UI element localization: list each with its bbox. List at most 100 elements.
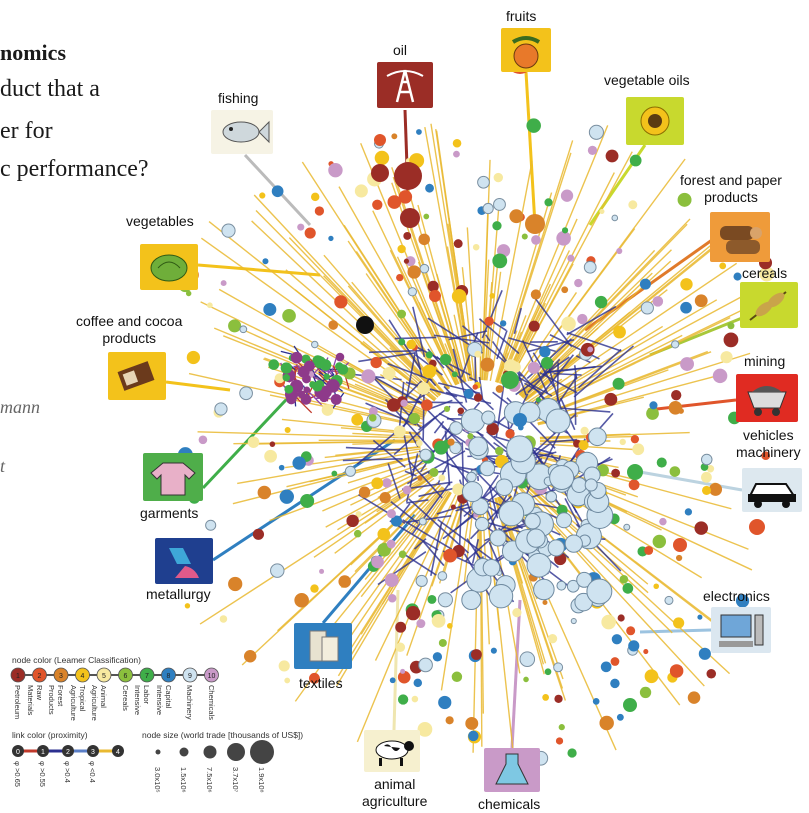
product-node xyxy=(398,190,413,204)
cropped-body-line: duct that a xyxy=(0,76,100,102)
product-node xyxy=(282,309,296,323)
product-node xyxy=(321,404,334,416)
strong-link xyxy=(492,391,511,407)
product-node xyxy=(671,390,682,401)
product-node xyxy=(653,583,660,590)
legend-link-label: φ >0.65 xyxy=(13,761,22,787)
product-node xyxy=(544,668,552,676)
product-node xyxy=(577,313,588,325)
label-forest-paper: forest and paper products xyxy=(680,172,782,205)
product-node xyxy=(302,374,311,384)
product-node xyxy=(221,223,236,238)
legend-swatch-number: 8 xyxy=(167,673,171,680)
product-node xyxy=(185,290,192,297)
product-node xyxy=(421,399,433,411)
product-node xyxy=(676,554,683,562)
product-node xyxy=(437,571,448,581)
product-node xyxy=(723,332,739,348)
strong-link xyxy=(515,356,570,396)
legend-color-swatch xyxy=(10,667,26,683)
product-node xyxy=(398,338,406,346)
cropped-citation: t xyxy=(0,456,6,476)
product-node xyxy=(304,227,316,239)
product-node xyxy=(623,523,631,531)
product-node xyxy=(652,296,664,307)
product-node xyxy=(531,235,541,245)
strong-link xyxy=(388,319,422,370)
weak-link xyxy=(497,496,564,680)
product-node xyxy=(526,552,552,578)
product-node xyxy=(394,162,422,190)
legend-link-number: 0 xyxy=(16,749,20,756)
product-node xyxy=(416,619,426,629)
product-node xyxy=(400,399,408,407)
strong-link xyxy=(485,334,491,342)
product-node xyxy=(393,425,406,438)
legend-link-swatch xyxy=(62,745,74,757)
product-node xyxy=(545,408,571,434)
weak-link xyxy=(472,499,480,753)
product-node xyxy=(630,435,640,444)
product-node xyxy=(384,573,399,588)
legend-swatch-number: 3 xyxy=(59,673,63,680)
legend-color-label: Cereals xyxy=(120,685,130,711)
product-node xyxy=(331,470,338,477)
weak-link xyxy=(345,491,451,657)
cropped-heading: nomics xyxy=(0,40,66,65)
product-node xyxy=(408,412,421,425)
product-node xyxy=(542,694,550,701)
strong-link xyxy=(437,518,493,561)
product-node xyxy=(643,649,649,655)
label-vehicles: vehicles machinery xyxy=(736,427,801,460)
product-node xyxy=(259,192,266,199)
product-node xyxy=(646,407,659,420)
product-node xyxy=(694,294,708,308)
product-node xyxy=(427,594,437,604)
product-node xyxy=(628,640,640,652)
fish-icon xyxy=(211,110,273,154)
product-node xyxy=(560,189,574,202)
weak-link xyxy=(237,450,422,485)
weak-link xyxy=(334,477,435,554)
legend-link-label: φ >0.55 xyxy=(38,761,47,787)
product-node xyxy=(673,617,685,629)
product-node xyxy=(292,456,306,470)
strong-link xyxy=(422,540,445,567)
product-node xyxy=(457,407,465,415)
legend-color-swatch xyxy=(53,667,69,683)
product-node xyxy=(519,651,536,667)
product-node xyxy=(649,401,658,410)
product-node xyxy=(323,373,330,380)
product-node xyxy=(452,138,462,148)
legend-node-color-title: node color (Leamer Classification) xyxy=(12,655,141,665)
product-node xyxy=(495,478,514,496)
textiles-icon xyxy=(294,623,352,669)
product-node xyxy=(330,393,342,405)
legend-swatch-number: 6 xyxy=(124,673,128,680)
legend-size-label: 1.9x10⁸ xyxy=(257,767,266,793)
product-node xyxy=(668,401,683,415)
product-node xyxy=(505,429,515,439)
product-node xyxy=(355,511,362,518)
product-node xyxy=(406,339,417,350)
product-node xyxy=(461,481,483,503)
product-node xyxy=(530,289,541,300)
product-node xyxy=(387,195,402,209)
product-node xyxy=(397,309,407,319)
product-node xyxy=(561,316,576,331)
product-node xyxy=(184,603,191,609)
weak-link xyxy=(532,316,731,413)
product-node xyxy=(252,528,265,540)
product-node xyxy=(284,426,291,433)
product-node xyxy=(447,438,455,446)
product-node xyxy=(395,621,407,633)
car-icon xyxy=(742,468,802,512)
legend-color-swatch xyxy=(32,667,47,683)
product-node xyxy=(501,371,519,389)
label-oil: oil xyxy=(393,42,408,58)
product-node xyxy=(391,133,398,140)
product-node xyxy=(335,352,345,362)
weak-link xyxy=(489,161,533,382)
strong-link xyxy=(358,352,415,363)
product-node xyxy=(262,258,269,265)
